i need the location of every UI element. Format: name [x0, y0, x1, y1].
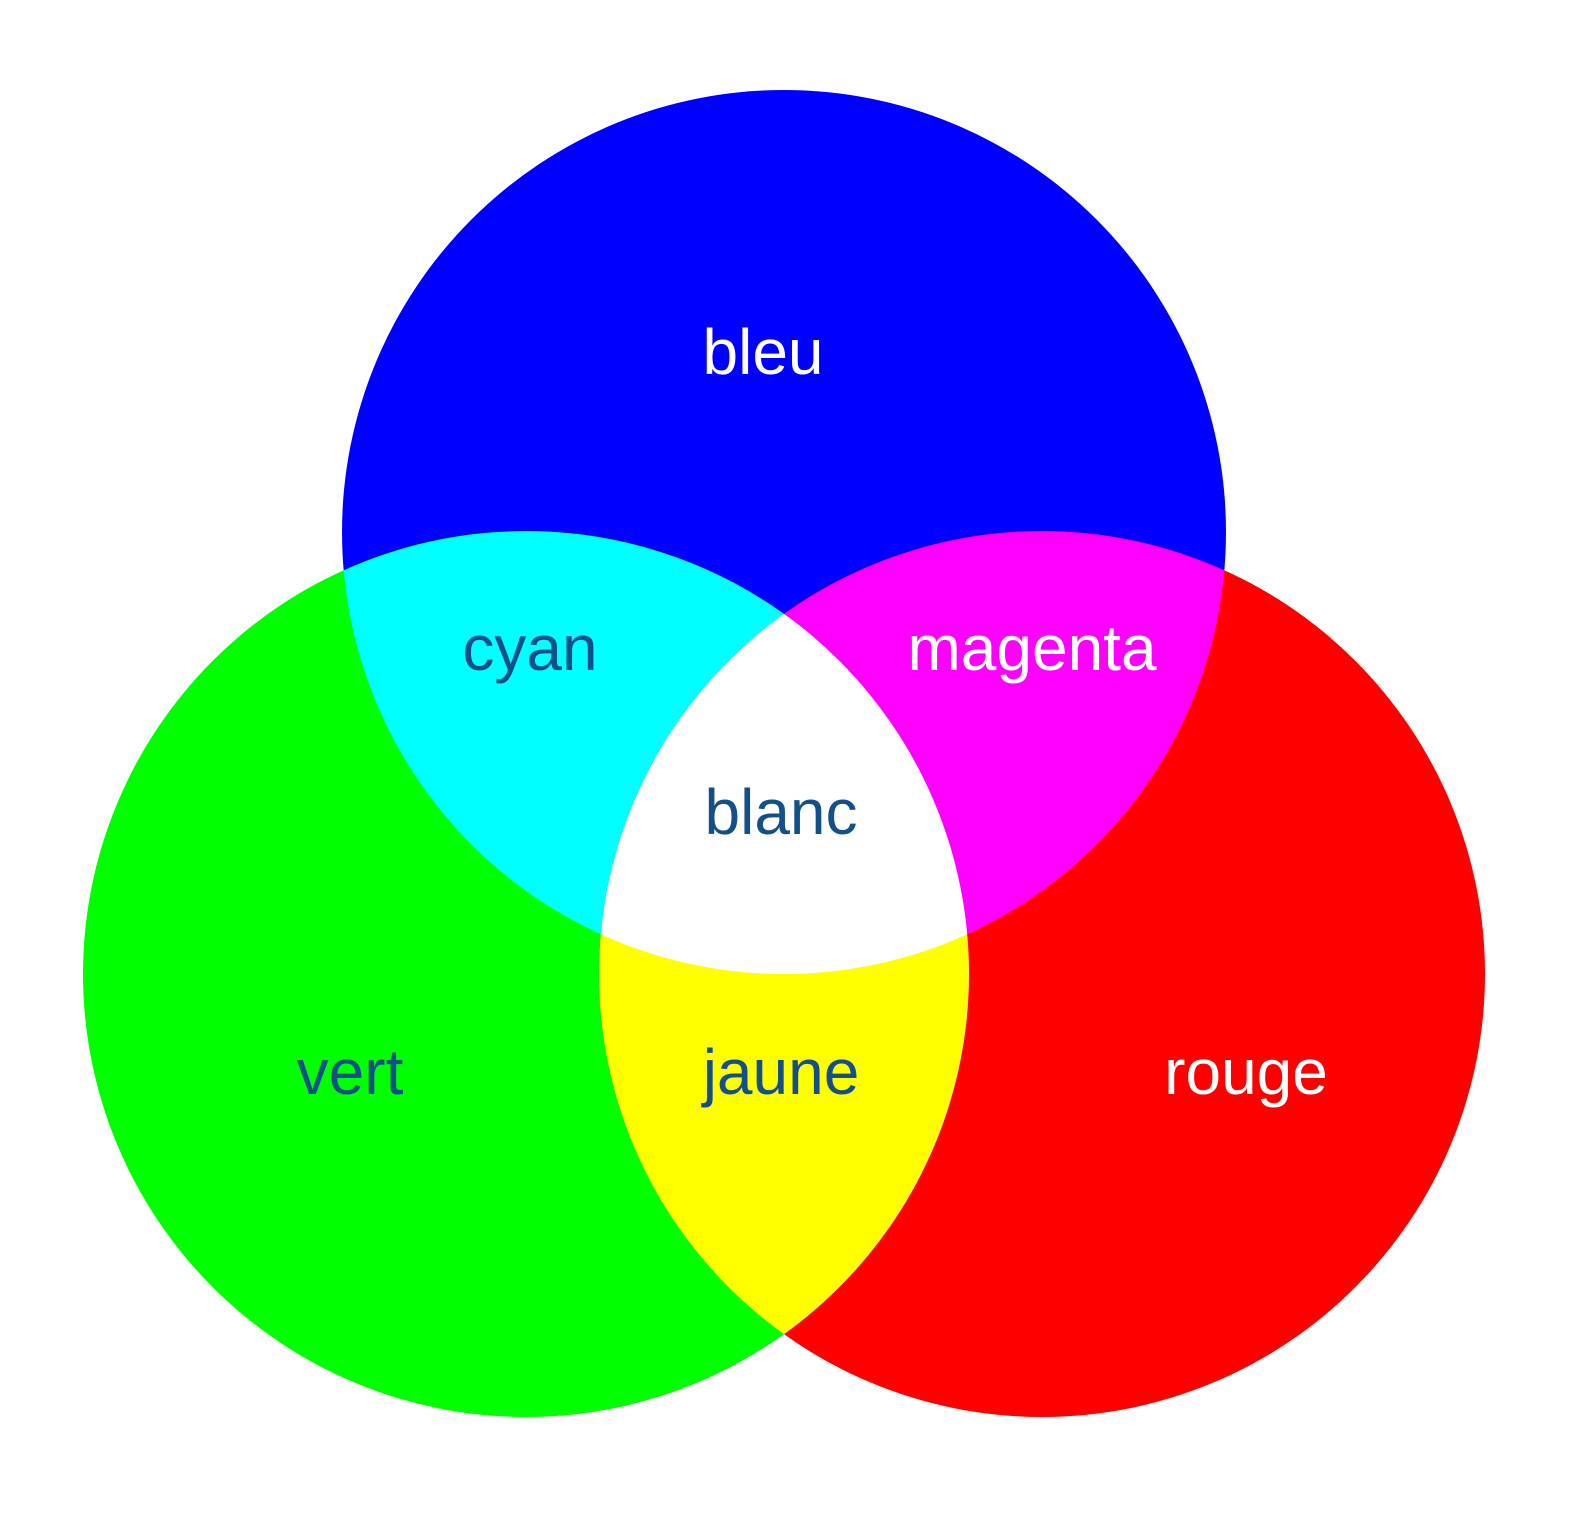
red-circle [599, 531, 1485, 1417]
label-jaune: jaune [701, 1036, 860, 1108]
label-blanc: blanc [705, 776, 858, 848]
label-cyan: cyan [462, 612, 597, 684]
label-magenta: magenta [907, 612, 1156, 684]
label-rouge: rouge [1164, 1036, 1328, 1108]
label-vert: vert [297, 1036, 404, 1108]
label-bleu: bleu [703, 316, 824, 388]
